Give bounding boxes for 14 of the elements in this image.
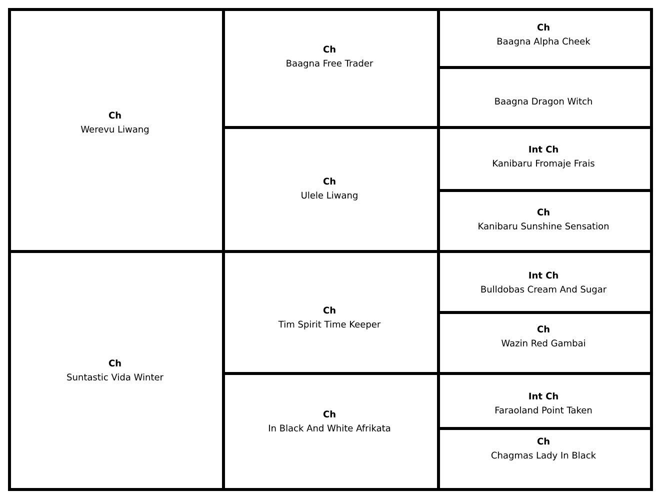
pedigree-cell: Int Ch Faraoland Point Taken xyxy=(437,372,653,430)
pedigree-cell: Baagna Dragon Witch xyxy=(437,66,653,129)
pedigree-cell: Int Ch Bulldobas Cream And Sugar xyxy=(437,250,653,314)
pedigree-cell: Ch Tim Spirit Time Keeper xyxy=(222,250,440,375)
pedigree-cell: Ch Wazin Red Gambai xyxy=(437,311,653,375)
pedigree-cell: Ch Kanibaru Sunshine Sensation xyxy=(437,189,653,253)
pedigree-cell: Ch Werevu Liwang xyxy=(8,8,225,253)
pedigree-cell: Ch Baagna Alpha Cheek xyxy=(437,8,653,69)
pedigree-cell: Int Ch Kanibaru Fromaje Frais xyxy=(437,126,653,192)
pedigree-cell: Ch In Black And White Afrikata xyxy=(222,372,440,491)
pedigree-cell: Ch Baagna Free Trader xyxy=(222,8,440,129)
pedigree-cell: Ch Suntastic Vida Winter xyxy=(8,250,225,491)
pedigree-cell: Ch Ulele Liwang xyxy=(222,126,440,253)
pedigree-cell: Ch Chagmas Lady In Black xyxy=(437,427,653,491)
